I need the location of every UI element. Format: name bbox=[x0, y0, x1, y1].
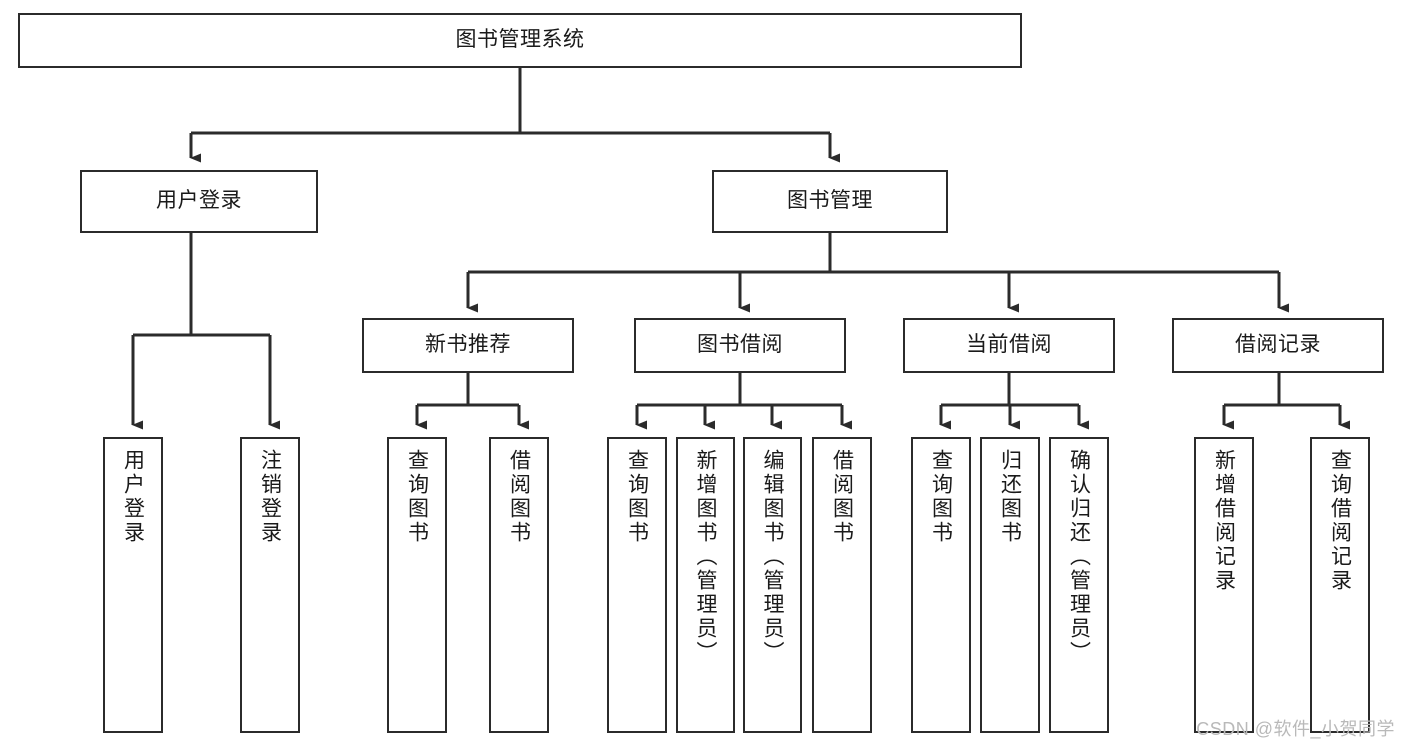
node-leaf-current-return-label: 归还图书 bbox=[998, 449, 1022, 545]
node-leaf-current-confirm-return-label: 确认归还（管理员） bbox=[1067, 449, 1091, 665]
node-leaf-current-query-label: 查询图书 bbox=[929, 449, 953, 545]
node-borrow-record[interactable]: 借阅记录 bbox=[1172, 318, 1384, 373]
node-user-login[interactable]: 用户登录 bbox=[80, 170, 318, 233]
node-current-borrow-label: 当前借阅 bbox=[966, 333, 1052, 357]
node-leaf-user-login-signin-label: 用户登录 bbox=[121, 449, 145, 545]
node-new-book-recommend[interactable]: 新书推荐 bbox=[362, 318, 574, 373]
node-leaf-user-login-signout-label: 注销登录 bbox=[258, 449, 282, 545]
node-leaf-current-confirm-return[interactable]: 确认归还（管理员） bbox=[1049, 437, 1109, 733]
node-root-system[interactable]: 图书管理系统 bbox=[18, 13, 1022, 68]
node-leaf-borrow-add[interactable]: 新增图书（管理员） bbox=[676, 437, 735, 733]
node-leaf-record-add[interactable]: 新增借阅记录 bbox=[1194, 437, 1254, 733]
node-leaf-record-query[interactable]: 查询借阅记录 bbox=[1310, 437, 1370, 733]
node-book-management-label: 图书管理 bbox=[787, 189, 873, 213]
node-book-borrow-label: 图书借阅 bbox=[697, 333, 783, 357]
node-leaf-record-add-label: 新增借阅记录 bbox=[1212, 449, 1236, 593]
node-book-management[interactable]: 图书管理 bbox=[712, 170, 948, 233]
node-new-book-recommend-label: 新书推荐 bbox=[425, 333, 511, 357]
node-current-borrow[interactable]: 当前借阅 bbox=[903, 318, 1115, 373]
node-leaf-newbook-borrow-label: 借阅图书 bbox=[507, 449, 531, 545]
node-root-system-label: 图书管理系统 bbox=[455, 28, 585, 52]
node-leaf-borrow-lend[interactable]: 借阅图书 bbox=[812, 437, 872, 733]
node-leaf-newbook-borrow[interactable]: 借阅图书 bbox=[489, 437, 549, 733]
node-borrow-record-label: 借阅记录 bbox=[1235, 333, 1321, 357]
node-leaf-borrow-query[interactable]: 查询图书 bbox=[607, 437, 667, 733]
node-leaf-newbook-query-label: 查询图书 bbox=[405, 449, 429, 545]
csdn-watermark: CSDN @软件_小贺同学 bbox=[1196, 719, 1395, 739]
node-leaf-newbook-query[interactable]: 查询图书 bbox=[387, 437, 447, 733]
node-leaf-current-query[interactable]: 查询图书 bbox=[911, 437, 971, 733]
node-leaf-borrow-query-label: 查询图书 bbox=[625, 449, 649, 545]
node-leaf-borrow-add-label: 新增图书（管理员） bbox=[694, 449, 717, 665]
node-book-borrow[interactable]: 图书借阅 bbox=[634, 318, 846, 373]
node-leaf-record-query-label: 查询借阅记录 bbox=[1328, 449, 1352, 593]
node-leaf-borrow-edit-label: 编辑图书（管理员） bbox=[761, 449, 784, 665]
node-leaf-borrow-lend-label: 借阅图书 bbox=[830, 449, 854, 545]
node-leaf-borrow-edit[interactable]: 编辑图书（管理员） bbox=[743, 437, 802, 733]
node-leaf-user-login-signout[interactable]: 注销登录 bbox=[240, 437, 300, 733]
node-user-login-label: 用户登录 bbox=[156, 189, 242, 213]
node-leaf-current-return[interactable]: 归还图书 bbox=[980, 437, 1040, 733]
node-leaf-user-login-signin[interactable]: 用户登录 bbox=[103, 437, 163, 733]
